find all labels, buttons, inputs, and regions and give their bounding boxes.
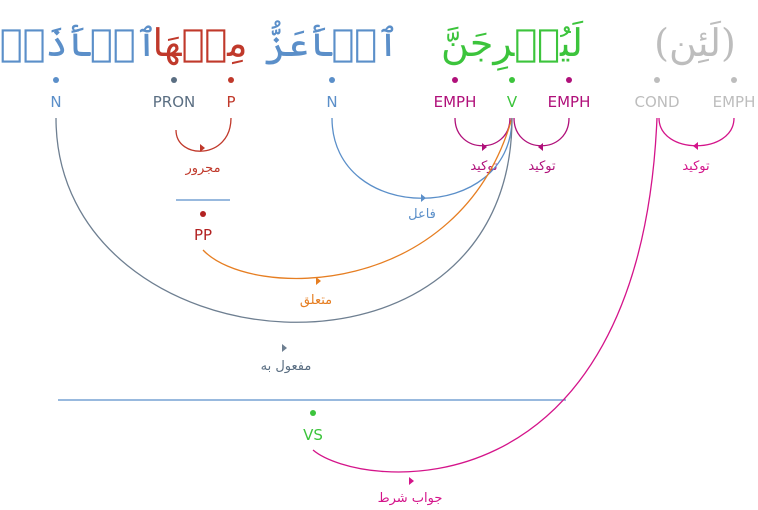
dot-emph2 [566, 77, 572, 83]
tag-v: V [507, 93, 518, 111]
arc-mutaalliq [202, 117, 513, 280]
arc-jawab [312, 117, 658, 473]
dot-vs [310, 410, 316, 416]
label-mutaalliq: متعلق [300, 293, 332, 308]
label-tawkid3: توكيد [682, 159, 710, 174]
tag-emph3: EMPH [713, 93, 756, 111]
arc-tawkid3 [658, 117, 735, 147]
label-majrur: مجرور [184, 161, 220, 176]
arrow-tawkid3 [693, 142, 698, 150]
arrow-fail [421, 194, 426, 202]
tag-vs: VS [303, 426, 323, 444]
word-lain: (لَئِن) [654, 21, 736, 66]
arrow-jawab [409, 477, 414, 485]
arrow-majrur [200, 144, 205, 152]
tag-cond: COND [634, 93, 679, 111]
arc-tawkid1 [454, 117, 511, 147]
arc-mafool [55, 117, 513, 323]
dot-emph1 [452, 77, 458, 83]
tag-emph2: EMPH [548, 93, 591, 111]
tag-n1: N [50, 93, 61, 111]
dot-pron [171, 77, 177, 83]
tag-pron: PRON [153, 93, 196, 111]
word-alaazz: ٱلۡأَعَزُّ [265, 21, 400, 65]
dot-n2 [329, 77, 335, 83]
dot-v [509, 77, 515, 83]
tag-p: P [226, 93, 235, 111]
tag-n2: N [326, 93, 337, 111]
dot-pp [200, 211, 206, 217]
word-minha: مِنۡهَا [152, 21, 247, 66]
arrow-tawkid2 [538, 143, 543, 151]
dot-n1 [53, 77, 59, 83]
arrow-tawkid1 [482, 143, 487, 151]
label-fail: فاعل [408, 207, 436, 222]
label-jawab: جواب شرط [378, 491, 443, 506]
arc-tawkid2 [513, 117, 570, 147]
dot-emph3 [731, 77, 737, 83]
label-tawkid2: توكيد [528, 159, 556, 174]
label-tawkid1: توكيد [470, 159, 498, 174]
arrow-mutaalliq [316, 277, 321, 285]
tag-pp: PP [194, 226, 212, 244]
arrow-mafool [282, 344, 287, 352]
dot-cond [654, 77, 660, 83]
tag-emph1: EMPH [434, 93, 477, 111]
dot-p [228, 77, 234, 83]
word-aladhall: ٱلۡأَذَلَّۚ [0, 21, 158, 65]
arc-majrur [175, 117, 232, 152]
word-layukhrijanna: لَيُخۡرِجَنَّ [441, 21, 583, 72]
label-mafool: مفعول به [261, 359, 312, 374]
